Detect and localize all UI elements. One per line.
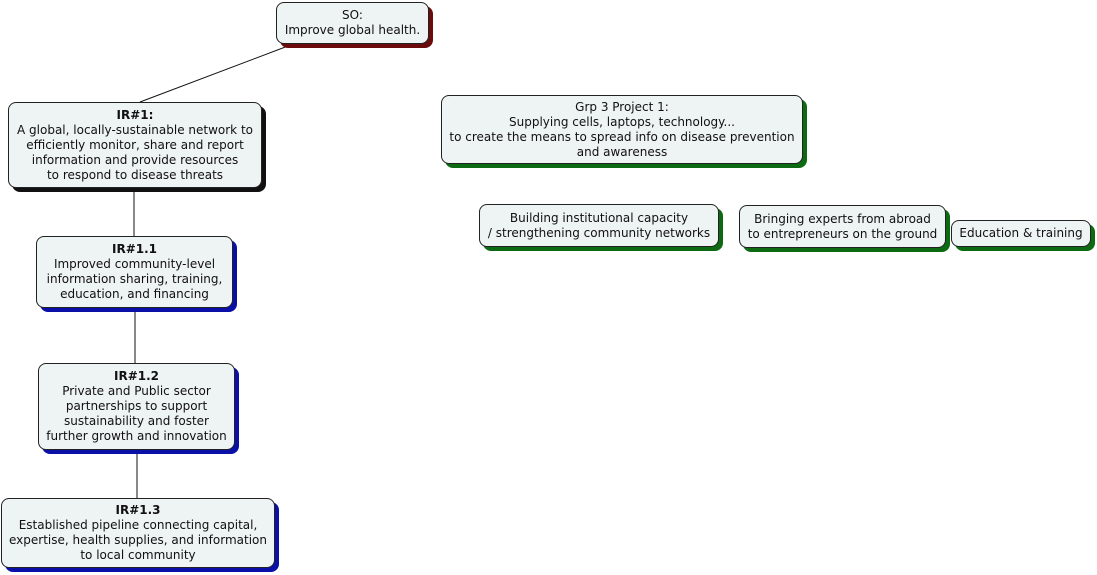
node-ir1-3-body: Established pipeline connecting capital,… <box>9 518 267 562</box>
node-ir1-3-title: IR#1.3 <box>115 503 161 517</box>
node-ir1-1-title: IR#1.1 <box>111 242 158 256</box>
node-project-title: Grp 3 Project 1: <box>575 99 669 114</box>
node-ir1-2-body: Private and Public sector partnerships t… <box>46 384 227 443</box>
node-ir1-2[interactable]: IR#1.2 Private and Public sector partner… <box>38 363 235 450</box>
node-project[interactable]: Grp 3 Project 1: Supplying cells, laptop… <box>441 95 803 164</box>
node-ir1-1-body: Improved community-level information sha… <box>46 257 223 301</box>
node-ir1-3[interactable]: IR#1.3 Established pipeline connecting c… <box>1 498 275 568</box>
node-so[interactable]: SO: Improve global health. <box>276 2 429 44</box>
node-capacity-body: Building institutional capacity / streng… <box>487 210 711 240</box>
node-education[interactable]: Education & training <box>951 220 1091 247</box>
node-ir1-title: IR#1: <box>116 107 154 122</box>
node-project-body: Supplying cells, laptops, technology... … <box>449 114 795 159</box>
node-ir1[interactable]: IR#1: A global, locally-sustainable netw… <box>8 102 262 188</box>
node-ir1-1[interactable]: IR#1.1 Improved community-level informat… <box>36 236 233 308</box>
node-capacity[interactable]: Building institutional capacity / streng… <box>479 204 719 247</box>
link-so-ir1 <box>139 45 289 103</box>
node-so-body: Improve global health. <box>284 23 421 37</box>
node-education-body: Education & training <box>959 226 1083 240</box>
node-ir1-2-title: IR#1.2 <box>113 369 160 383</box>
node-so-title: SO: <box>342 8 363 22</box>
node-experts[interactable]: Bringing experts from abroad to entrepre… <box>739 205 946 248</box>
node-ir1-body: A global, locally-sustainable network to… <box>17 122 253 182</box>
node-experts-body: Bringing experts from abroad to entrepre… <box>747 211 938 241</box>
